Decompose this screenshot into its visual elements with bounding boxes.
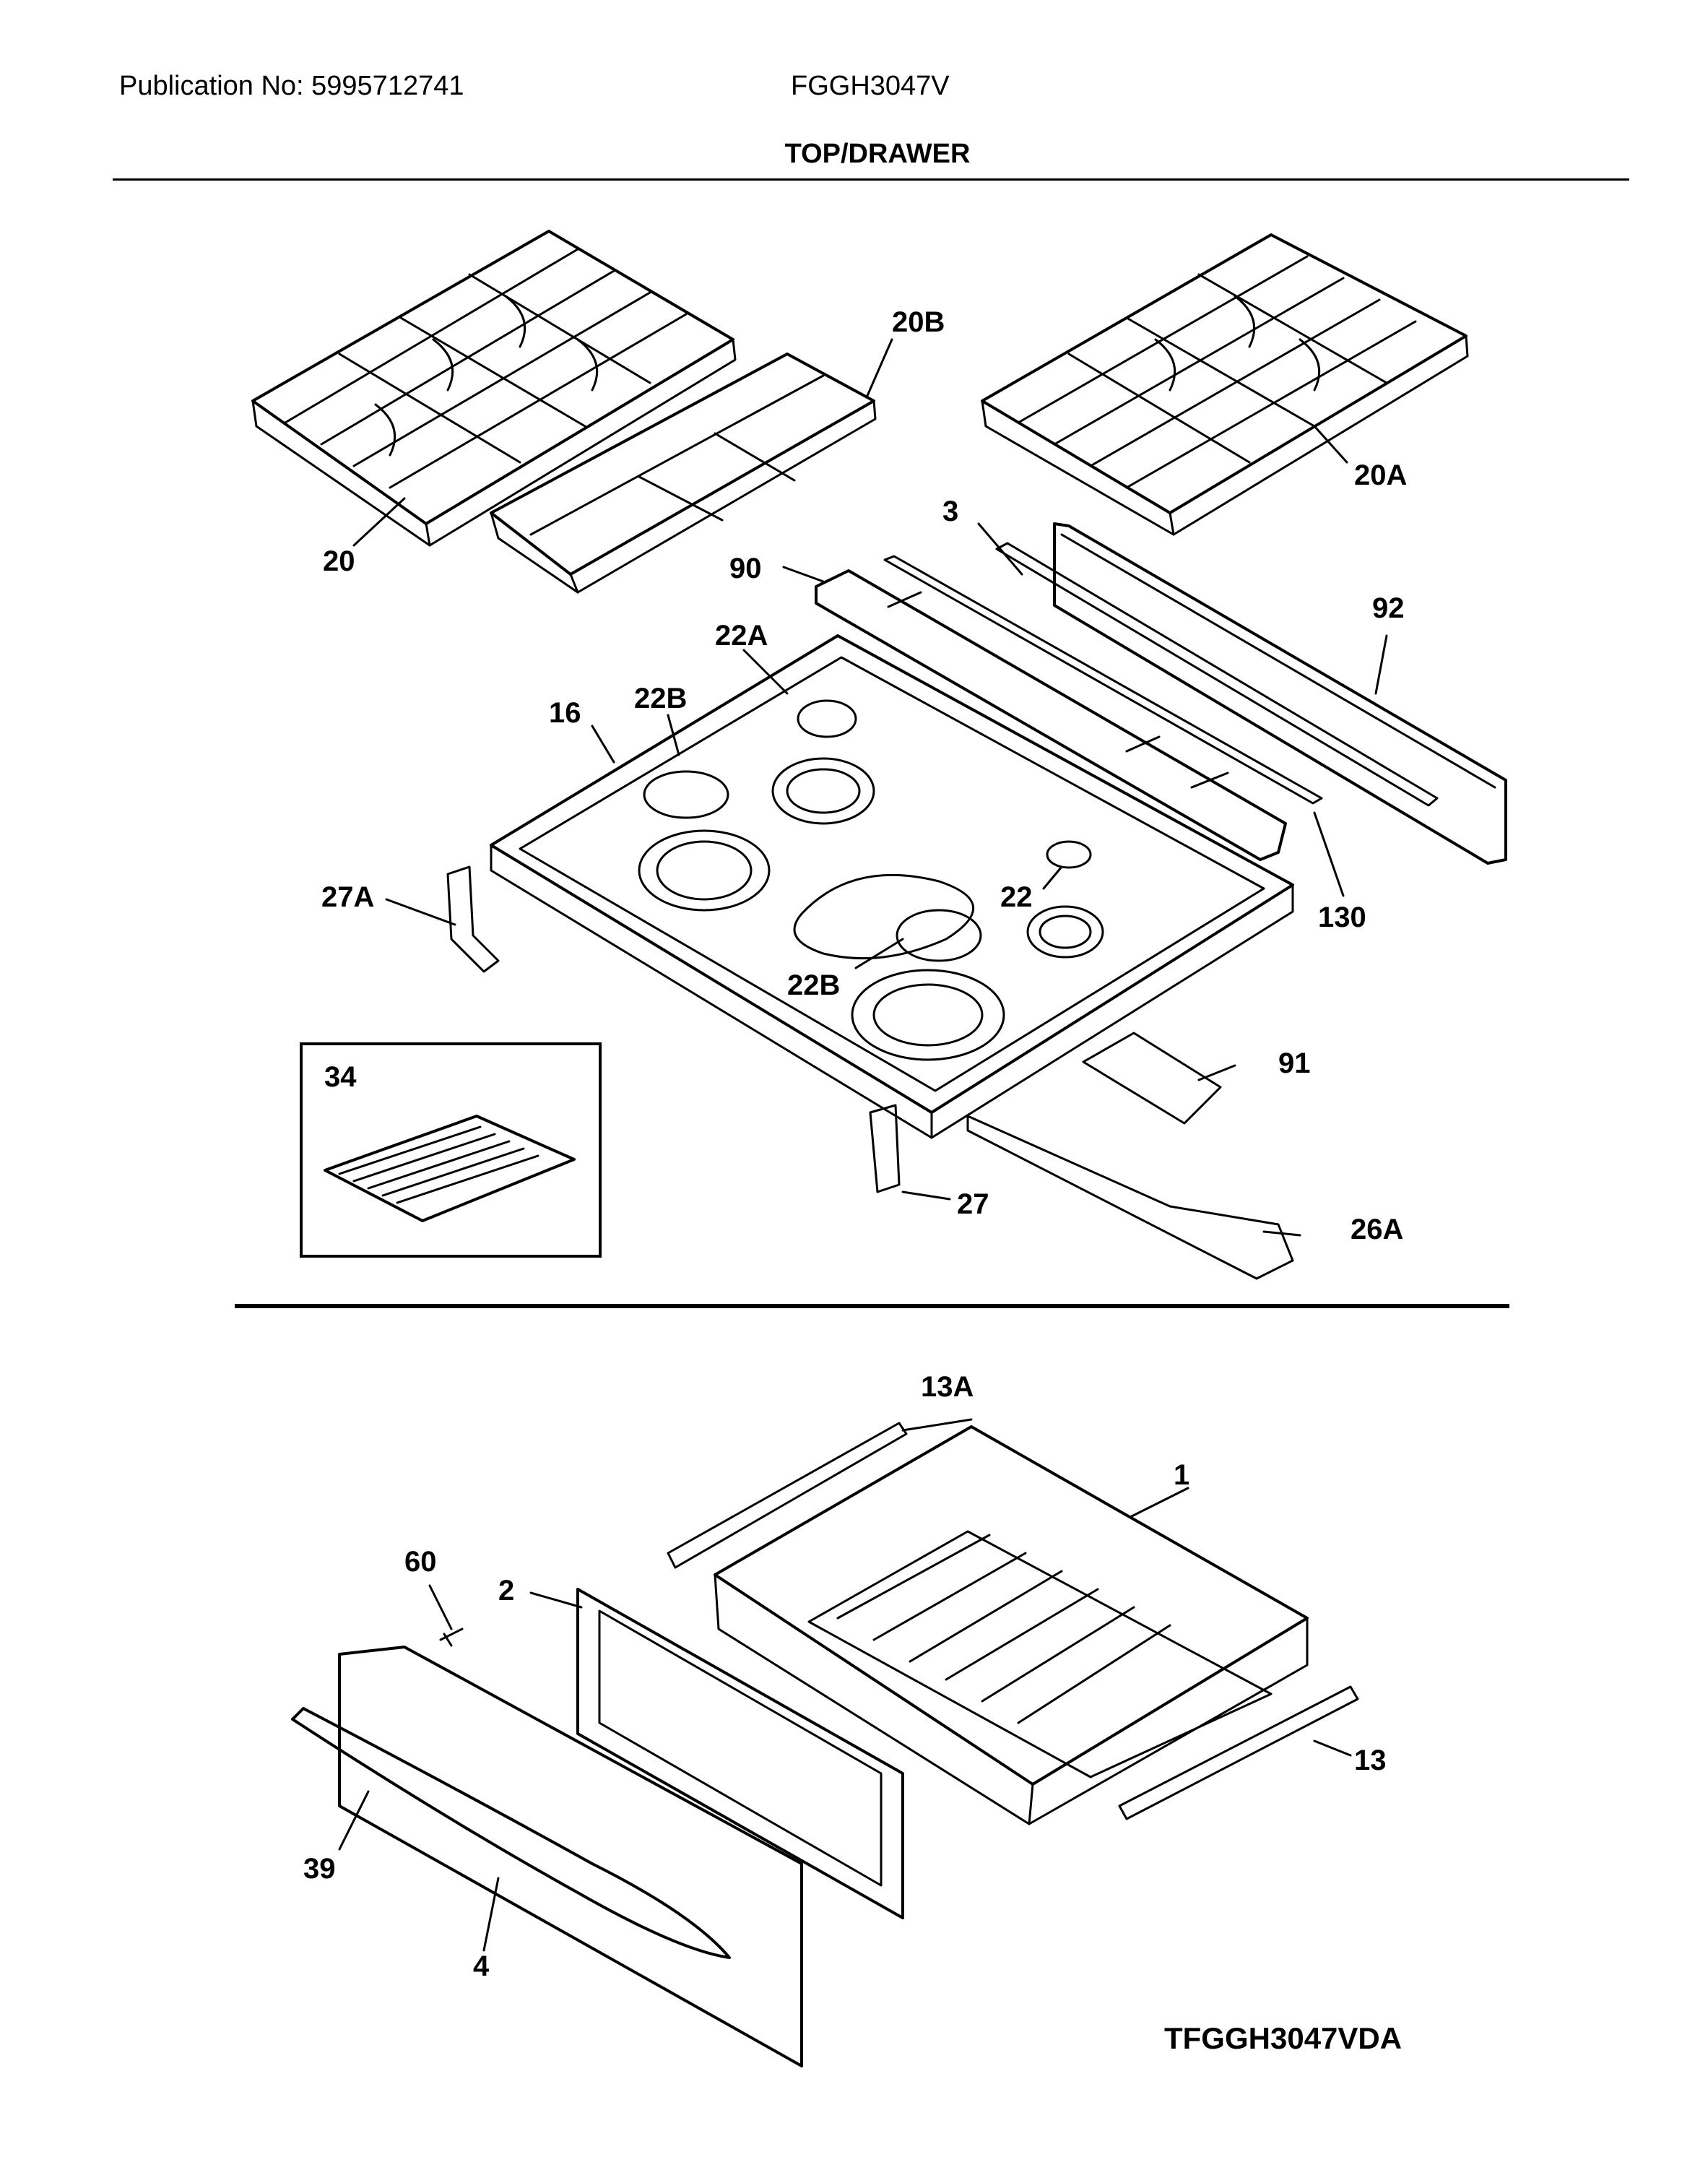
- screw: [439, 1628, 464, 1647]
- callout-39: 39: [303, 1853, 336, 1885]
- drawer-inner-panel: [576, 1588, 904, 1919]
- callout-26a: 26A: [1351, 1214, 1404, 1245]
- drawer-front: [291, 1646, 803, 2067]
- callout-3: 3: [942, 496, 959, 527]
- center-burner-grate: [490, 353, 877, 594]
- callout-13: 13: [1354, 1745, 1387, 1776]
- drawer-body: [714, 1425, 1309, 1825]
- callout-20: 20: [323, 545, 355, 577]
- callout-4: 4: [473, 1950, 490, 1982]
- callout-22: 22: [1000, 881, 1033, 913]
- model-number: FGGH3047V: [791, 71, 950, 101]
- main-cooktop: [490, 634, 1294, 1139]
- publication-number: Publication No: 5995712741: [119, 71, 464, 101]
- backguard-parts: [815, 522, 1507, 865]
- callout-91: 91: [1278, 1047, 1311, 1079]
- callout-27: 27: [957, 1188, 989, 1220]
- griddle: [324, 1115, 576, 1222]
- callout-1: 1: [1174, 1459, 1190, 1491]
- mounting-brackets: [446, 865, 901, 1193]
- callout-16: 16: [549, 697, 581, 729]
- callout-130: 130: [1318, 902, 1366, 933]
- drawer-rails: [667, 1422, 1359, 1820]
- callout-22a: 22A: [715, 620, 768, 652]
- accessory-inset-box: 34: [300, 1042, 602, 1258]
- callout-20b: 20B: [892, 306, 945, 338]
- drawing-id: TFGGH3047VDA: [1164, 2021, 1403, 2055]
- callout-34: 34: [324, 1061, 357, 1093]
- callout-20a: 20A: [1354, 459, 1408, 491]
- right-burner-grate: [981, 233, 1469, 536]
- section-divider: [235, 1304, 1509, 1308]
- callout-27a: 27A: [321, 881, 375, 913]
- left-burner-grate: [251, 230, 737, 547]
- callout-90: 90: [729, 553, 762, 584]
- lower-tray-parts: [966, 1032, 1294, 1280]
- header-rule: [113, 178, 1629, 181]
- callout-2: 2: [498, 1575, 515, 1607]
- callout-22b-top: 22B: [634, 683, 688, 714]
- callout-92: 92: [1372, 592, 1405, 624]
- callout-22b-bottom: 22B: [787, 969, 841, 1001]
- section-title: TOP/DRAWER: [784, 139, 971, 169]
- callout-60: 60: [404, 1546, 437, 1578]
- callout-leaders: [338, 338, 1388, 1952]
- callout-13a: 13A: [921, 1371, 974, 1403]
